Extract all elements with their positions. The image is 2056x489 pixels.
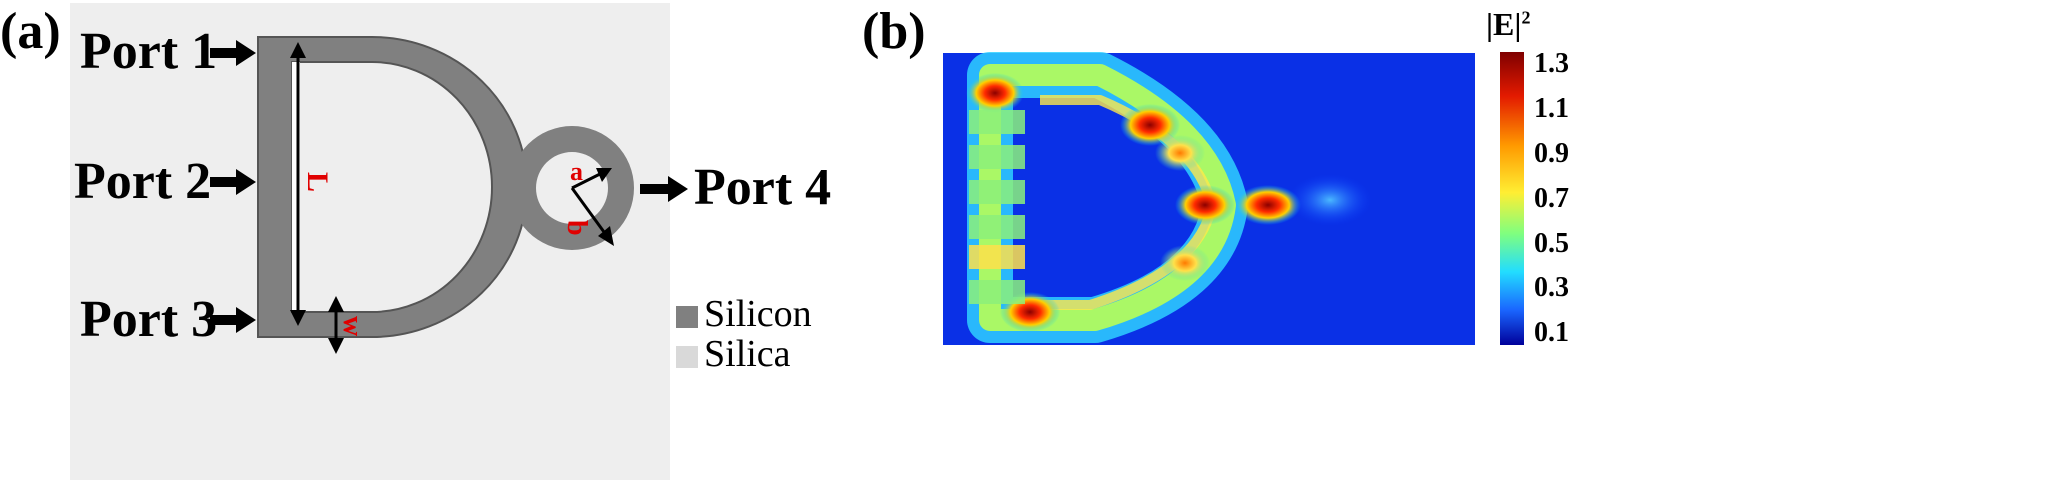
outer-radius-arrow-line [570, 187, 606, 233]
width-arrow-top [328, 296, 344, 312]
silicon-swatch [676, 306, 698, 328]
silicon-legend-label: Silicon [704, 293, 812, 335]
port-4-label: Port 4 [694, 159, 832, 216]
port-3-label: Port 3 [80, 291, 218, 348]
silica-legend-label: Silica [704, 333, 791, 375]
length-strip [292, 62, 300, 312]
colorbar-tick-0-9: 0.9 [1534, 138, 1569, 169]
warmspot-lower-arc [1160, 245, 1210, 281]
length-arrow-top [290, 42, 306, 58]
width-arrow-bottom [328, 338, 344, 354]
colorbar-tick-1-3: 1.3 [1534, 48, 1569, 79]
hotspot-right-arc [1175, 185, 1235, 225]
warmspot-upper-arc [1155, 135, 1205, 171]
length-arrow-bottom [290, 310, 306, 326]
colorbar-tick-1-1: 1.1 [1534, 93, 1569, 124]
colorbar-tick-0-5: 0.5 [1534, 228, 1569, 259]
output-spot [1288, 174, 1372, 226]
colorbar-title: |E|2 [1486, 6, 1531, 42]
inner-radius-label: a [570, 157, 583, 186]
inner-radius-arrow-line [571, 172, 601, 190]
colorbar-tick-0-7: 0.7 [1534, 183, 1569, 214]
panel-b-label: (b) [862, 3, 926, 60]
hotspot-port-1 [966, 73, 1024, 113]
field-straight-arm [969, 110, 1025, 304]
inner-radius-arrow-head [596, 168, 612, 182]
port-3-arrow-icon [210, 307, 256, 333]
outer-radius-arrow-head [598, 226, 614, 246]
ring-resonator [510, 126, 634, 250]
port-1-arrow-icon [210, 40, 256, 66]
port-2-arrow-icon [210, 169, 256, 195]
length-label: L [301, 172, 334, 192]
silica-swatch [676, 346, 698, 368]
width-label: w [337, 316, 368, 337]
port-2-label: Port 2 [74, 153, 212, 210]
outer-radius-label: b [561, 220, 592, 236]
colorbar-gradient [1500, 52, 1524, 345]
colorbar-tick-0-1: 0.1 [1534, 317, 1569, 348]
colorbar-tick-0-3: 0.3 [1534, 272, 1569, 303]
port-1-label: Port 1 [80, 23, 218, 80]
panel-a-label: (a) [0, 3, 61, 60]
port-4-arrow-icon [640, 176, 688, 202]
